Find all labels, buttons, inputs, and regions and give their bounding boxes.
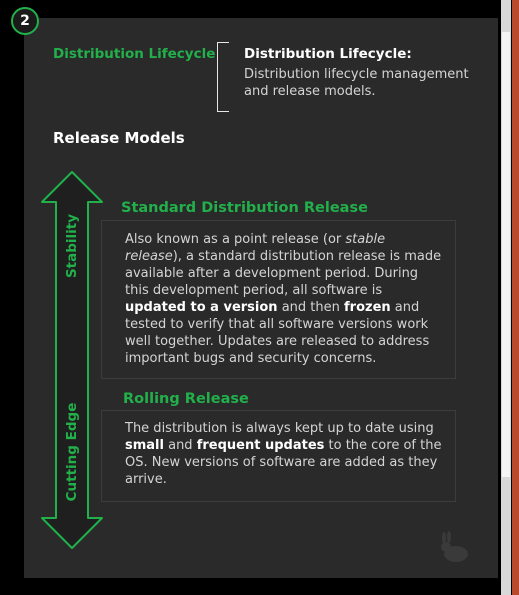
text-run: and tested to verify that all software v… <box>125 300 430 366</box>
vertical-scrollbar[interactable] <box>501 0 511 595</box>
rolling-release-text: The distribution is always kept up to da… <box>125 420 445 488</box>
rolling-release-box: The distribution is always kept up to da… <box>101 410 456 502</box>
text-run: and <box>163 438 197 453</box>
cutting-edge-label: Cutting Edge <box>64 402 80 502</box>
text-run: frequent updates <box>196 438 325 453</box>
double-arrow-icon <box>41 171 103 549</box>
window-edge <box>512 0 519 595</box>
step-badge: 2 <box>11 7 39 35</box>
scrollbar-thumb[interactable] <box>502 32 510 477</box>
lifecycle-label: Distribution Lifecycle <box>53 46 216 62</box>
text-run: small <box>125 438 164 453</box>
standard-release-text: Also known as a point release (or stable… <box>125 231 445 367</box>
text-run: Also known as a point release (or <box>125 232 346 247</box>
text-run: stable release <box>125 232 386 264</box>
content-panel <box>24 18 498 578</box>
text-run: to the core of the OS. New versions of s… <box>125 438 442 487</box>
lifecycle-description: Distribution lifecycle management and re… <box>244 67 469 99</box>
text-run: and then <box>277 300 344 315</box>
rolling-release-heading: Rolling Release <box>123 391 249 407</box>
text-run: updated to a version <box>125 300 278 315</box>
text-run: The distribution is always kept up to da… <box>125 421 434 436</box>
section-title: Release Models <box>53 129 185 147</box>
rabbit-icon <box>441 531 468 562</box>
text-run: ), a standard distribution release is ma… <box>125 249 442 298</box>
standard-release-box: Also known as a point release (or stable… <box>101 220 456 379</box>
stability-label: Stability <box>64 213 80 279</box>
bracket-icon <box>217 42 229 112</box>
text-run: frozen <box>344 300 391 315</box>
standard-release-heading: Standard Distribution Release <box>121 200 368 216</box>
lifecycle-title: Distribution Lifecycle: <box>244 46 412 62</box>
